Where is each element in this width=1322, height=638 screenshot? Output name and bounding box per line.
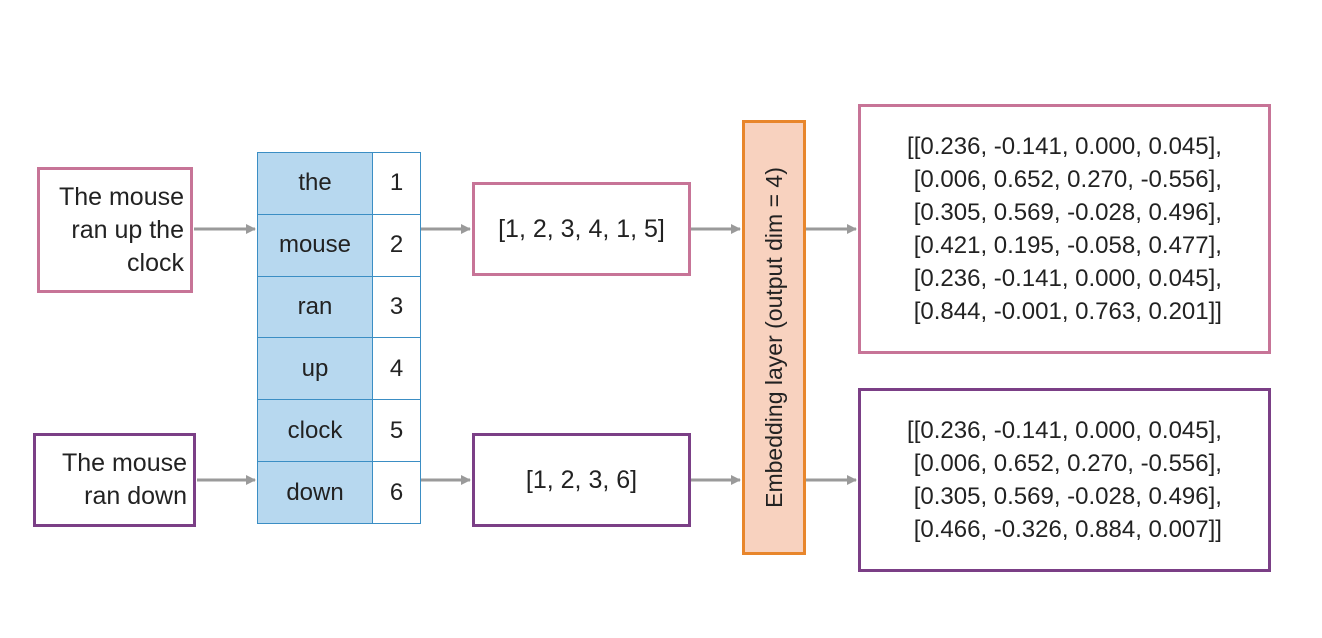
vocab-index: 3	[373, 276, 420, 338]
matrix-row: [[0.236, -0.141, 0.000, 0.045],	[907, 133, 1222, 160]
vocab-row: mouse 2	[258, 213, 420, 276]
vocab-word: clock	[258, 400, 373, 462]
vocab-row: ran 3	[258, 275, 420, 338]
output-matrix-1: [[0.236, -0.141, 0.000, 0.045], [0.006, …	[858, 104, 1271, 354]
vocab-index: 2	[373, 214, 420, 276]
vocab-row: down 6	[258, 461, 420, 523]
matrix-row: [0.305, 0.569, -0.028, 0.496],	[907, 483, 1222, 510]
matrix-row: [0.305, 0.569, -0.028, 0.496],	[907, 199, 1222, 226]
sentence-box-1: The mouse ran up the clock	[37, 167, 193, 293]
matrix-row: [0.466, -0.326, 0.884, 0.007]]	[907, 516, 1222, 543]
vocab-row: up 4	[258, 337, 420, 400]
vocab-index: 6	[373, 462, 420, 523]
vocab-word: down	[258, 462, 373, 523]
vocab-index: 5	[373, 400, 420, 462]
matrix-row: [0.844, -0.001, 0.763, 0.201]]	[907, 298, 1222, 325]
matrix-row: [0.006, 0.652, 0.270, -0.556],	[907, 450, 1222, 477]
sequence-box-1: [1, 2, 3, 4, 1, 5]	[472, 182, 691, 276]
matrix-row: [0.006, 0.652, 0.270, -0.556],	[907, 166, 1222, 193]
sentence-1-text: The mouse ran up the clock	[58, 182, 184, 277]
vocab-word: up	[258, 338, 373, 400]
vocab-word: mouse	[258, 214, 373, 276]
output-matrix-2: [[0.236, -0.141, 0.000, 0.045], [0.006, …	[858, 388, 1271, 572]
sentence-2-text: The mouse ran down	[61, 449, 187, 510]
vocab-row: the 1	[258, 153, 420, 214]
sentence-box-2: The mouse ran down	[33, 433, 196, 527]
sequence-box-2: [1, 2, 3, 6]	[472, 433, 691, 527]
vocab-index: 4	[373, 338, 420, 400]
matrix-row: [0.421, 0.195, -0.058, 0.477],	[907, 232, 1222, 259]
sequence-1-text: [1, 2, 3, 4, 1, 5]	[498, 214, 665, 243]
vocab-word: ran	[258, 276, 373, 338]
vocabulary-table: the 1 mouse 2 ran 3 up 4 clock 5 down 6	[257, 152, 421, 524]
vocab-word: the	[258, 153, 373, 214]
embedding-layer-box: Embedding layer (output dim = 4)	[742, 120, 806, 555]
matrix-row: [[0.236, -0.141, 0.000, 0.045],	[907, 417, 1222, 444]
sequence-2-text: [1, 2, 3, 6]	[525, 465, 638, 494]
vocab-row: clock 5	[258, 399, 420, 462]
vocab-index: 1	[373, 153, 420, 214]
matrix-row: [0.236, -0.141, 0.000, 0.045],	[907, 265, 1222, 292]
